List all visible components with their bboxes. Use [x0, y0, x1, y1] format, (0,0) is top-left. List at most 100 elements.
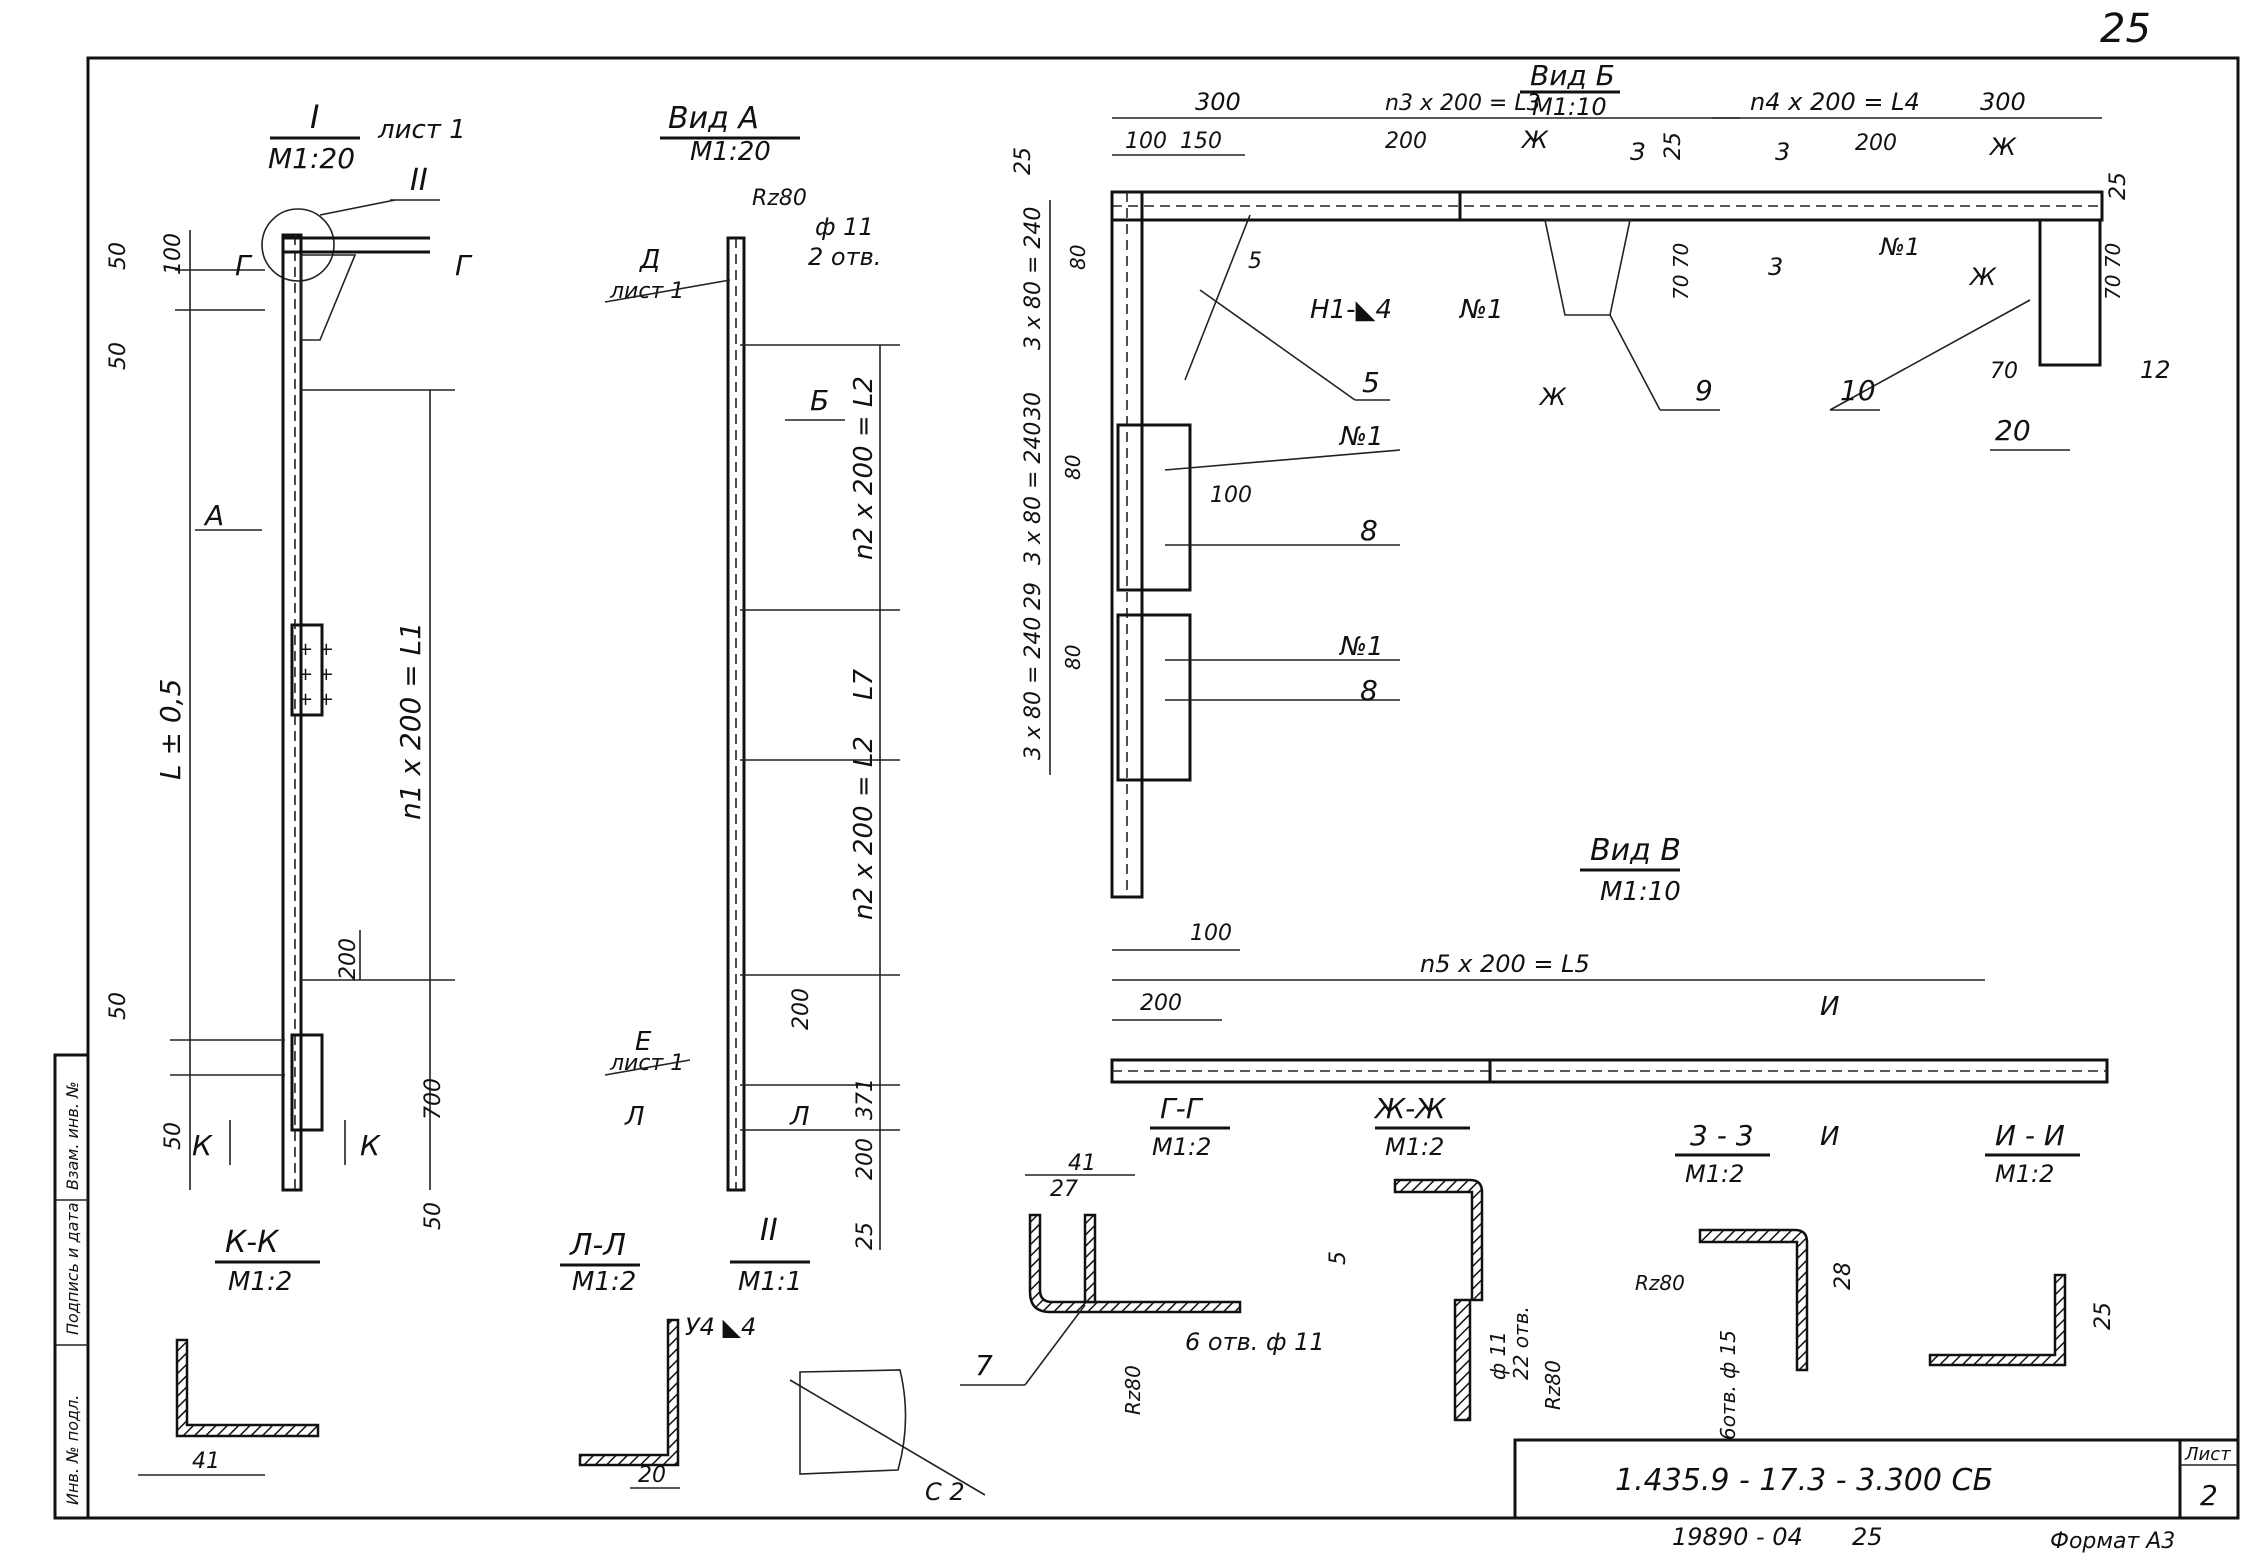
svg-text:У4 ◣4: У4 ◣4: [685, 1313, 756, 1341]
svg-text:+ +: + +: [298, 689, 334, 710]
svg-text:3 x 80 = 240: 3 x 80 = 240: [1021, 422, 1046, 565]
svg-text:100: 100: [1210, 483, 1252, 508]
svg-text:50: 50: [106, 342, 131, 370]
svg-text:200: 200: [1855, 131, 1897, 156]
svg-text:200: 200: [789, 988, 814, 1030]
svg-text:7: 7: [975, 1349, 993, 1382]
title-block: 1.435.9 - 17.3 - 3.300 СБ Лист 2 19890 -…: [1513, 1438, 2240, 1554]
view-v: Вид В M1:10 n5 x 200 = L5 200 И И: [1110, 833, 2109, 1152]
svg-text:5: 5: [1248, 249, 1262, 274]
svg-text:+ +: + +: [298, 639, 334, 660]
svg-text:700: 700: [421, 1078, 446, 1120]
svg-text:70 70: 70 70: [2101, 243, 2125, 300]
view-b-title: Вид Б: [1530, 59, 1615, 92]
svg-text:50: 50: [421, 1202, 446, 1230]
svg-text:100: 100: [1190, 921, 1232, 946]
svg-text:M1:2: M1:2: [572, 1267, 636, 1297]
section-node-2: II M1:1 У4 ◣4 С 2: [685, 1213, 986, 1506]
svg-text:К: К: [360, 1129, 381, 1162]
svg-text:Ж: Ж: [1520, 126, 1549, 154]
section-zhzh: Ж-Ж M1:2 5 ф 11 22 отв. Rz80: [1326, 1092, 1565, 1422]
view-a: Вид А M1:20 Rz80 ф 11 2 отв. Д лист 1 Б …: [604, 101, 900, 1250]
svg-text:80: 80: [1061, 455, 1085, 480]
view-v-scale: M1:10: [1600, 877, 1681, 907]
svg-text:28: 28: [1831, 1262, 1856, 1290]
svg-text:+ +: + +: [298, 664, 334, 685]
svg-text:Ж-Ж: Ж-Ж: [1373, 1092, 1447, 1125]
svg-text:Л: Л: [624, 1102, 645, 1132]
format-label: Формат А3: [2050, 1529, 2175, 1554]
svg-text:С 2: С 2: [925, 1478, 965, 1506]
svg-text:22 отв.: 22 отв.: [1509, 1306, 1533, 1380]
svg-text:№1: №1: [1338, 422, 1384, 452]
view-1-node: II: [410, 163, 428, 198]
svg-text:M1:2: M1:2: [228, 1267, 292, 1297]
inventory-number: 19890 - 04: [1672, 1523, 1803, 1551]
view-1: I M1:20 лист 1 II + + + + + + 50 100 50 …: [106, 98, 473, 1230]
svg-text:Г-Г: Г-Г: [1160, 1092, 1204, 1125]
svg-text:n1 x 200 = L1: n1 x 200 = L1: [394, 622, 427, 820]
drawing-code: 1.435.9 - 17.3 - 3.300 СБ: [1615, 1463, 1993, 1498]
svg-text:200: 200: [1385, 129, 1427, 154]
svg-text:8: 8: [1360, 514, 1378, 547]
section-kk: К-К M1:2 41: [138, 1225, 320, 1476]
svg-text:8: 8: [1360, 674, 1378, 707]
view-1-sheet-ref: лист 1: [377, 115, 466, 145]
svg-text:И: И: [1820, 992, 1839, 1022]
page-number: 25: [2100, 6, 2151, 52]
svg-text:50: 50: [106, 992, 131, 1020]
svg-text:M1:2: M1:2: [1685, 1160, 1744, 1188]
svg-text:27: 27: [1050, 1177, 1078, 1202]
svg-text:3 x 80 = 240: 3 x 80 = 240: [1021, 207, 1046, 350]
svg-text:Инв. № подл.: Инв. № подл.: [63, 1395, 82, 1505]
svg-text:5: 5: [1362, 366, 1380, 399]
svg-text:А: А: [203, 499, 224, 532]
svg-text:M1:2: M1:2: [1995, 1160, 2054, 1188]
svg-text:Г: Г: [235, 249, 253, 282]
svg-text:n2 x 200 = L2: n2 x 200 = L2: [849, 376, 879, 560]
svg-text:К-К: К-К: [225, 1225, 280, 1260]
svg-text:Rz80: Rz80: [752, 186, 807, 211]
svg-text:Ж: Ж: [1988, 133, 2017, 161]
svg-text:Н1-◣4: Н1-◣4: [1310, 295, 1392, 325]
inventory-page: 25: [1852, 1523, 1883, 1551]
drawing-frame: [86, 56, 2240, 1520]
svg-text:M1:1: M1:1: [738, 1267, 802, 1297]
svg-text:80: 80: [1066, 245, 1090, 270]
svg-text:200: 200: [336, 938, 361, 980]
svg-text:3 - 3: 3 - 3: [1690, 1119, 1754, 1152]
svg-text:M1:2: M1:2: [1385, 1133, 1444, 1161]
section-33: 3 - 3 M1:2 Rz80 28 6отв. ф 15: [1635, 1119, 1856, 1440]
view-a-title: Вид А: [668, 101, 759, 136]
svg-text:Д: Д: [639, 245, 660, 275]
svg-text:З: З: [1630, 138, 1645, 166]
svg-text:Г: Г: [455, 249, 473, 282]
svg-text:10: 10: [1840, 374, 1876, 407]
svg-text:И - И: И - И: [1995, 1119, 2065, 1152]
svg-text:II: II: [760, 1213, 778, 1248]
view-a-scale: M1:20: [690, 137, 771, 167]
svg-text:3: 3: [1775, 138, 1790, 166]
svg-text:n3 x 200 = L3: n3 x 200 = L3: [1385, 91, 1541, 116]
svg-text:n4 x 200 = L4: n4 x 200 = L4: [1750, 88, 1920, 116]
sheet-label: Лист: [2184, 1444, 2231, 1465]
svg-text:Ж: Ж: [1968, 263, 1997, 291]
svg-text:100: 100: [161, 233, 186, 275]
svg-text:150: 150: [1180, 129, 1222, 154]
svg-text:№1: №1: [1458, 295, 1504, 325]
view-1-title: I: [310, 98, 319, 136]
svg-text:25: 25: [853, 1222, 878, 1250]
svg-text:Подпись и дата: Подпись и дата: [63, 1202, 82, 1335]
svg-text:41: 41: [1068, 1151, 1096, 1176]
svg-text:20: 20: [638, 1463, 666, 1488]
section-gg: Г-Г M1:2 41 27 7 6 отв. ф 11 Rz80: [960, 1092, 1325, 1415]
svg-text:300: 300: [1195, 88, 1241, 116]
svg-text:№1: №1: [1338, 632, 1384, 662]
svg-text:25: 25: [2091, 1302, 2116, 1330]
svg-text:9: 9: [1695, 374, 1713, 407]
svg-text:К: К: [192, 1129, 213, 1162]
svg-text:2 отв.: 2 отв.: [808, 243, 881, 271]
svg-text:n5 x 200 = L5: n5 x 200 = L5: [1420, 950, 1590, 978]
svg-text:200: 200: [1140, 991, 1182, 1016]
svg-text:3: 3: [1768, 253, 1783, 281]
